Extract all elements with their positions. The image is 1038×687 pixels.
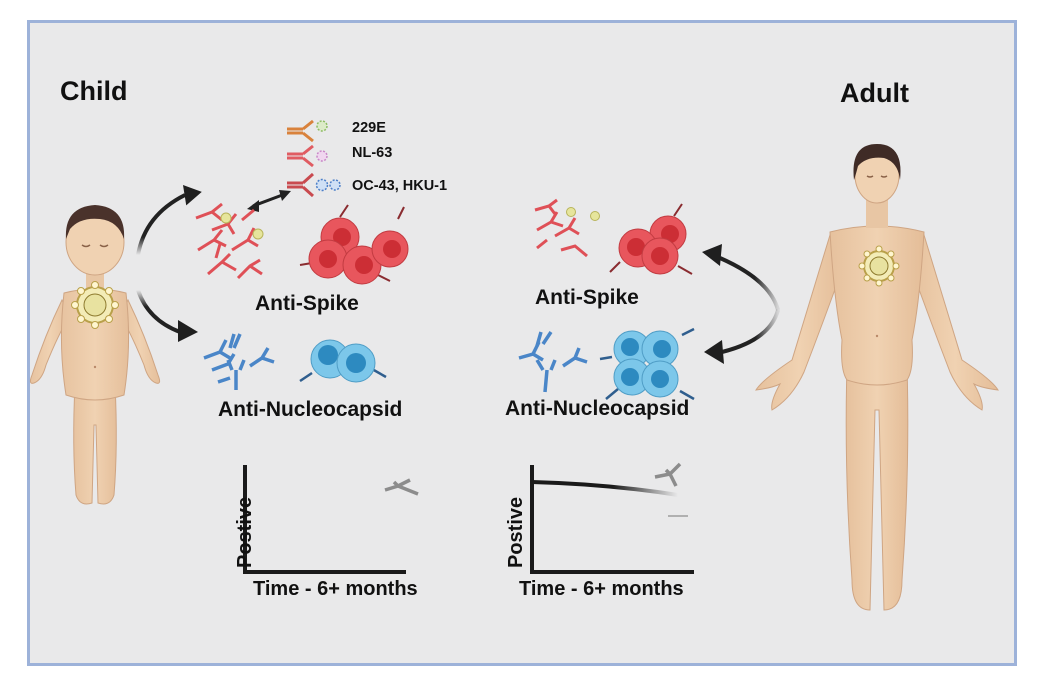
adult-figure	[755, 144, 999, 611]
adult-virus-icon	[858, 245, 900, 287]
adult-graph-antibody-icon	[654, 462, 682, 487]
strain-antibody-nl63	[287, 144, 328, 168]
child-nucleocapsid-antibodies	[203, 333, 275, 390]
adult-spike-antibodies	[534, 198, 600, 258]
adult-graph-trend-line	[531, 480, 679, 497]
adult-graph-xlabel: Time - 6+ months	[519, 578, 684, 600]
adult-arrows	[702, 244, 780, 364]
strain-label-oc43-hku1: OC-43, HKU-1	[352, 178, 448, 194]
arrow-to-adult-anti-spike	[719, 256, 780, 311]
strain-antibody-229e	[287, 119, 328, 143]
child-graph-xlabel: Time - 6+ months	[253, 578, 418, 600]
strain-label-nl63: NL-63	[352, 145, 393, 161]
child-title: Child	[60, 76, 128, 106]
child-spike-bcells	[299, 204, 409, 285]
adult-graph-ylabel: Postive	[505, 496, 527, 568]
child-spike-antibodies	[195, 202, 264, 280]
child-graph	[243, 465, 419, 574]
adult-spike-bcells	[609, 203, 693, 275]
arrow-to-anti-nucleocapsid	[136, 289, 181, 334]
adult-nucleocapsid-antibodies	[518, 331, 588, 393]
child-figure	[29, 205, 161, 505]
cross-reactive-arrow	[247, 190, 291, 212]
adult-title: Adult	[840, 78, 909, 108]
child-anti-spike-label: Anti-Spike	[255, 292, 359, 315]
adult-graph	[530, 462, 694, 574]
adult-anti-spike-label: Anti-Spike	[535, 286, 639, 309]
strain-antibody-oc43-hku1	[287, 172, 341, 198]
child-virus-icon	[71, 281, 119, 329]
adult-anti-nucleocapsid-label: Anti-Nucleocapsid	[505, 397, 690, 420]
arrow-to-adult-anti-nucleocapsid	[721, 309, 780, 354]
strain-label-229e: 229E	[352, 120, 386, 136]
child-graph-ylabel: Postive	[234, 496, 256, 568]
child-anti-nucleocapsid-label: Anti-Nucleocapsid	[218, 398, 403, 421]
child-arrows	[136, 185, 202, 342]
adult-nucleocapsid-bcells	[599, 327, 695, 401]
child-graph-antibody-icon	[384, 478, 419, 496]
arrow-to-anti-spike	[136, 193, 186, 256]
child-nucleocapsid-bcells	[299, 339, 387, 383]
